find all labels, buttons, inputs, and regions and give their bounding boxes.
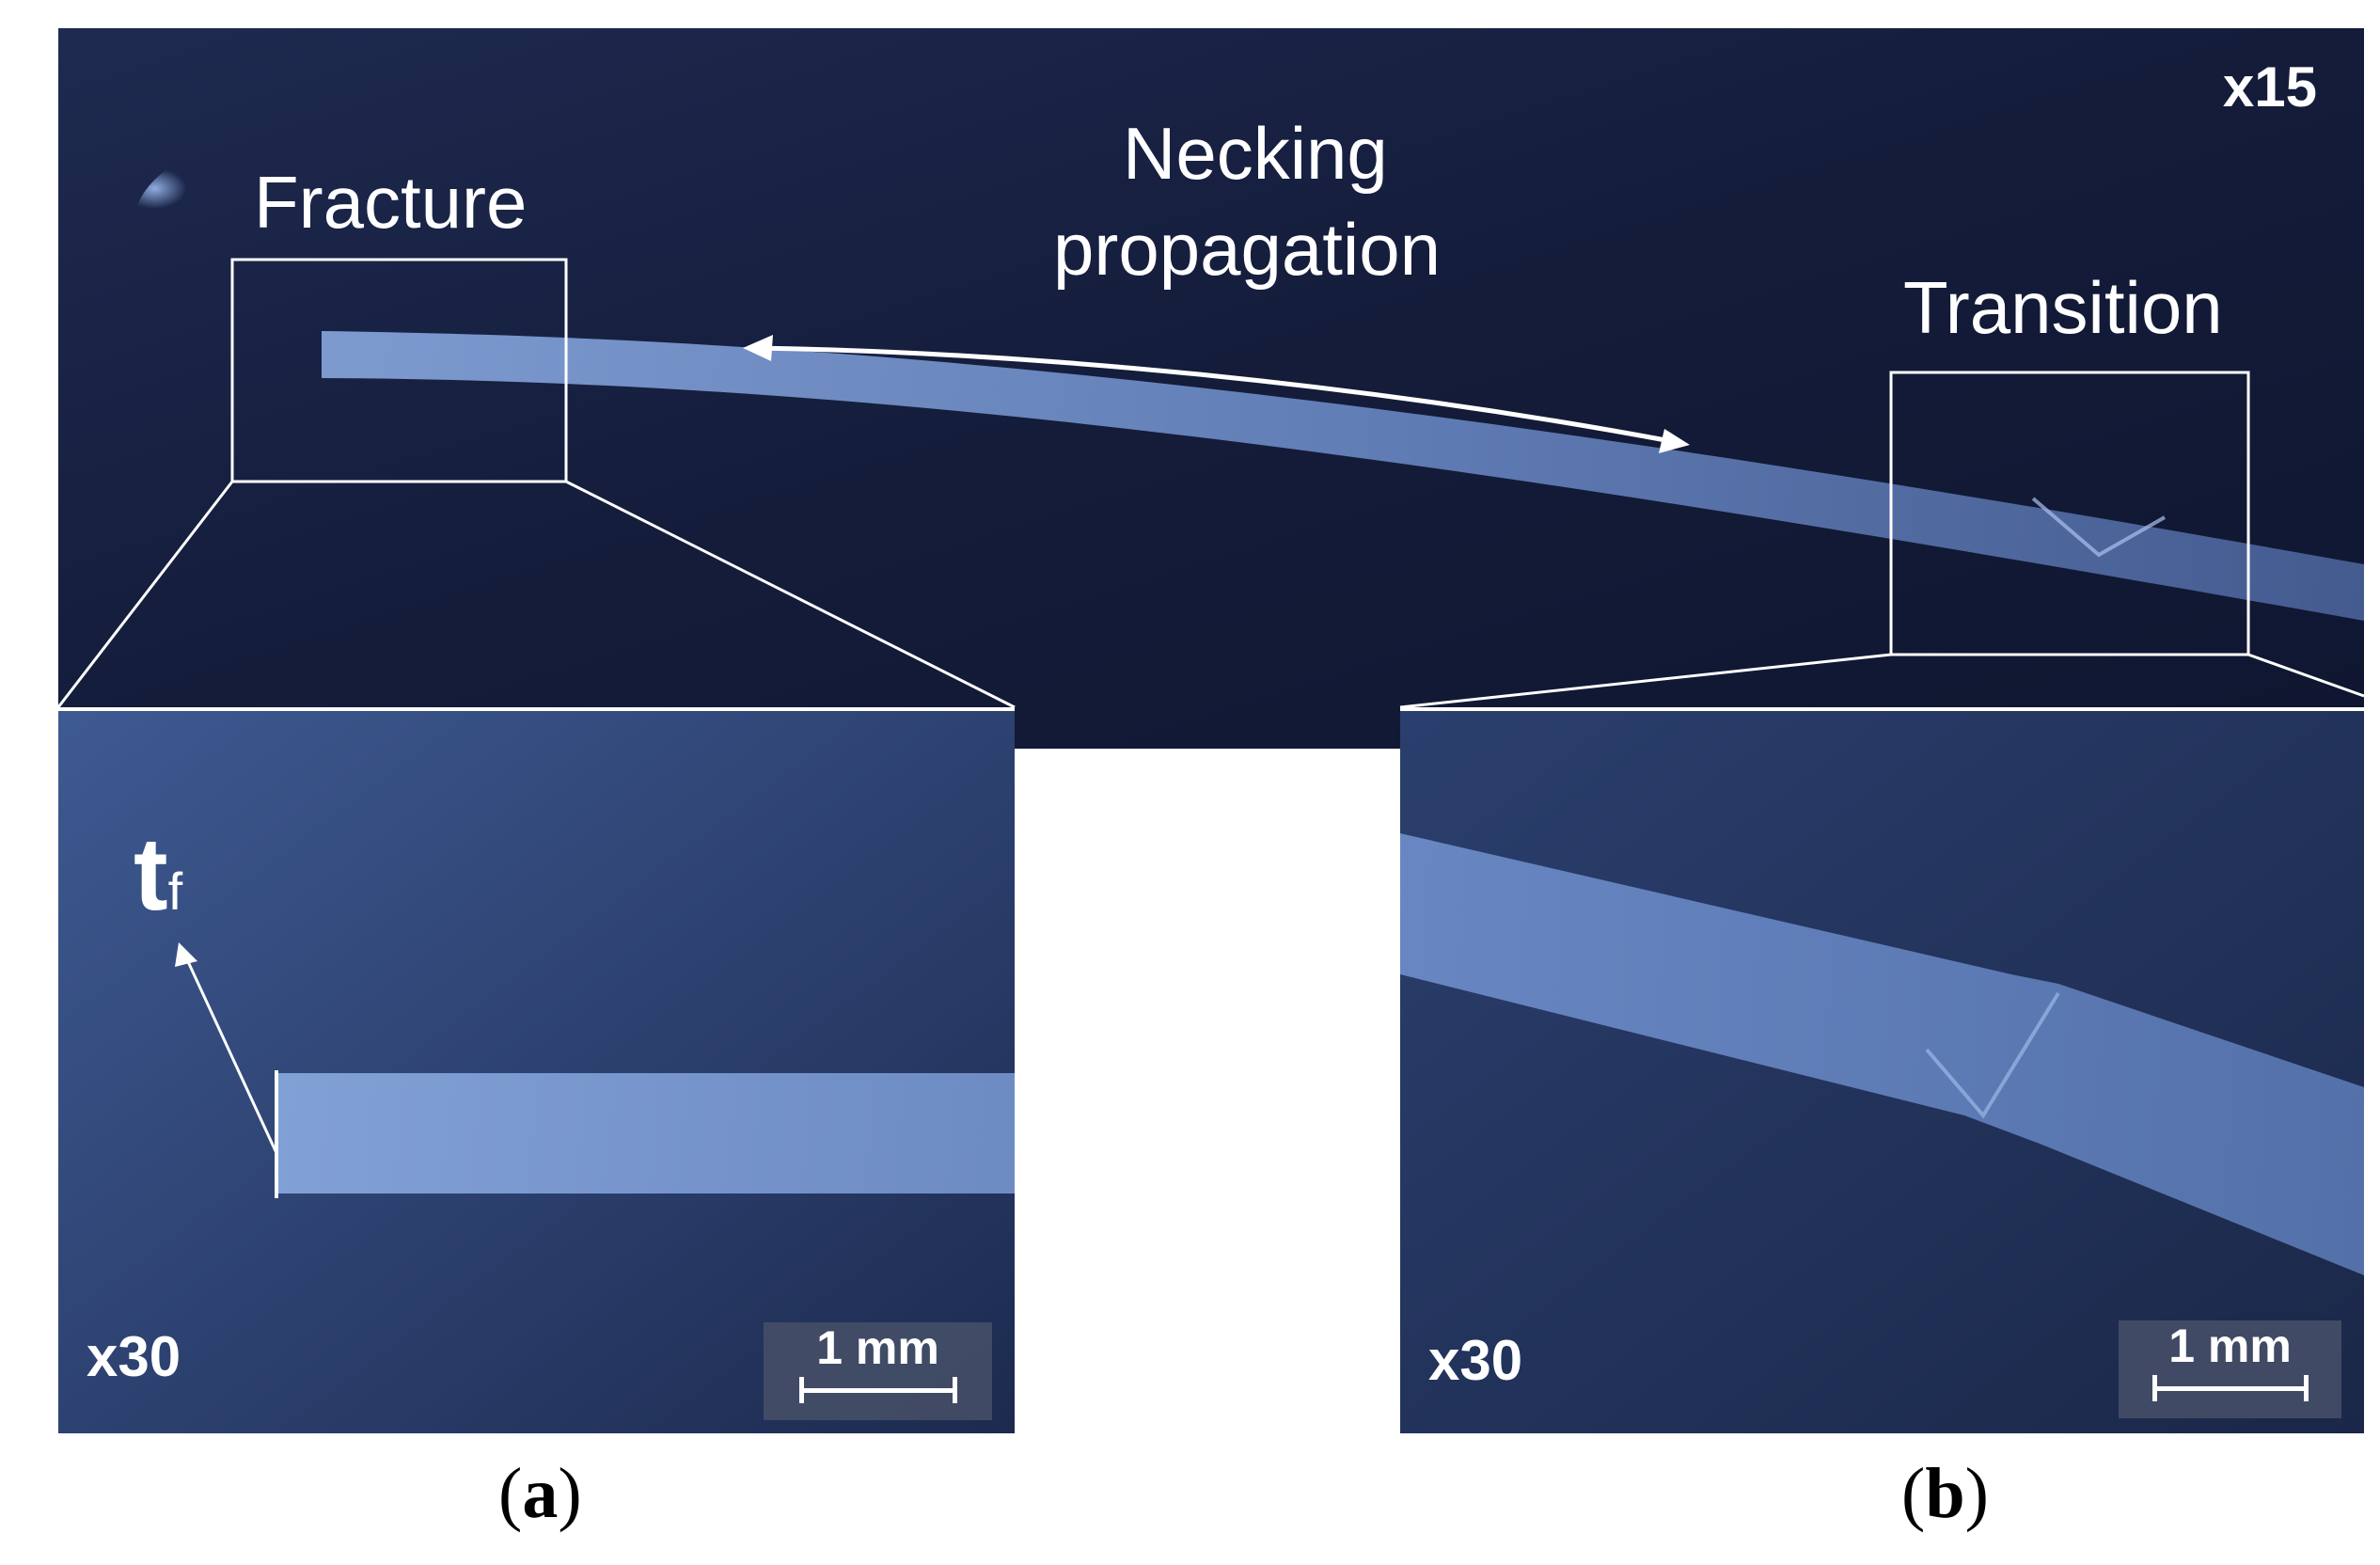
caption-b-close: ) bbox=[1964, 1454, 1989, 1533]
necking-arrow-line bbox=[753, 345, 1677, 445]
thickness-symbol: t bbox=[134, 816, 168, 932]
transition-box bbox=[1889, 371, 2250, 656]
panel-b-photo bbox=[1400, 711, 2364, 1433]
thickness-subscript: f bbox=[167, 862, 183, 921]
specimen-strip bbox=[322, 331, 2364, 621]
panel-a-scale-tick-left bbox=[799, 1377, 804, 1403]
caption-b-letter: b bbox=[1925, 1454, 1965, 1533]
caption-b: (b) bbox=[1901, 1453, 1989, 1535]
panel-a-magnification: x30 bbox=[87, 1325, 181, 1388]
panel-b-specimen bbox=[1400, 833, 2364, 1275]
necking-label-line1: Necking bbox=[1123, 112, 1388, 195]
caption-a-close: ) bbox=[558, 1454, 582, 1533]
necking-label-line2: propagation bbox=[1053, 208, 1442, 291]
panel-a-scale-label: 1 mm bbox=[816, 1321, 939, 1374]
transition-kink bbox=[2031, 497, 2166, 558]
caption-b-open: ( bbox=[1901, 1454, 1926, 1533]
panel-a-photo bbox=[58, 711, 1015, 1433]
thickness-label: tf bbox=[134, 814, 182, 934]
overview-photo bbox=[58, 28, 2364, 749]
panel-a-specimen bbox=[276, 1073, 1015, 1194]
caption-a: (a) bbox=[498, 1453, 582, 1535]
caption-a-letter: a bbox=[522, 1454, 559, 1533]
fracture-box bbox=[230, 258, 568, 483]
overview-magnification: x15 bbox=[2222, 55, 2317, 119]
panel-b-scale-label: 1 mm bbox=[2168, 1320, 2292, 1372]
thickness-arrow-head bbox=[175, 942, 197, 967]
fracture-glow bbox=[134, 141, 397, 310]
necking-arrow-head-right bbox=[1659, 429, 1690, 453]
panel-b-neck-kink bbox=[1925, 991, 2060, 1119]
panel-a-scale-tick-right bbox=[953, 1377, 957, 1403]
overview-image: x15 Fracture Necking propagation Transit… bbox=[58, 28, 2364, 749]
panel-b-scale-tick-left bbox=[2152, 1375, 2157, 1401]
panel-a-image: tf x30 1 mm bbox=[58, 707, 1015, 1433]
transition-label: Transition bbox=[1903, 266, 2223, 349]
panel-b-scale-bar: 1 mm bbox=[2119, 1320, 2341, 1418]
fracture-label: Fracture bbox=[254, 161, 528, 244]
thickness-arrow-line bbox=[183, 955, 278, 1154]
caption-a-open: ( bbox=[498, 1454, 523, 1533]
panel-b-magnification: x30 bbox=[1428, 1329, 1523, 1392]
overview-background bbox=[58, 28, 2364, 749]
panel-b-scale-line bbox=[2152, 1386, 2309, 1391]
panel-a-scale-line bbox=[799, 1388, 957, 1393]
panel-b-image: x30 1 mm bbox=[1400, 707, 2364, 1433]
necking-arrow-head-left bbox=[743, 335, 773, 361]
panel-a-scale-bar: 1 mm bbox=[764, 1321, 992, 1420]
panel-b-scale-tick-right bbox=[2304, 1375, 2309, 1401]
